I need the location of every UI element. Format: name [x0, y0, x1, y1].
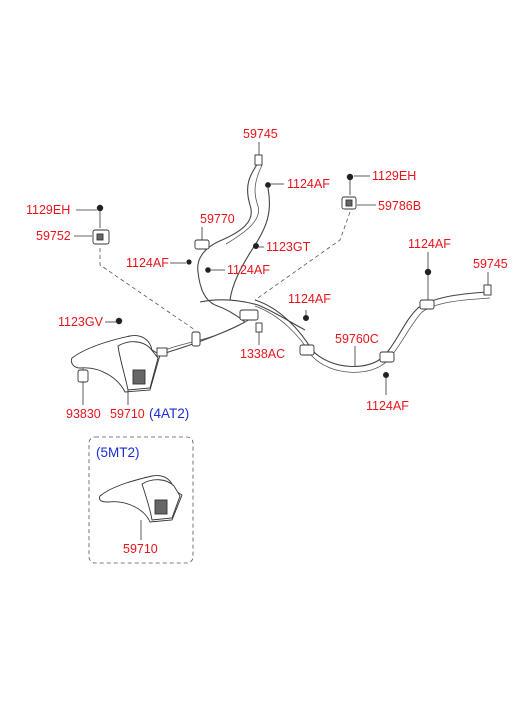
label-1129EH-right: 1129EH — [372, 169, 416, 183]
label-1124AF-f: 1124AF — [366, 399, 409, 413]
cable-main-a — [214, 304, 246, 323]
label-59710-b: 59710 — [123, 542, 158, 556]
variant-5mt2-box — [88, 436, 194, 564]
parking-brake-lever-5MT2 — [98, 475, 183, 540]
label-1124AF-a: 1124AF — [287, 177, 330, 191]
bolt-1124AF-c — [205, 267, 211, 273]
label-variant-5mt2: (5MT2) — [96, 445, 140, 460]
label-1123GT: 1123GT — [266, 240, 311, 254]
bolt-1124AF-d — [302, 314, 309, 321]
bolt-1129EH-right — [346, 173, 354, 181]
label-59710-a: 59710 — [110, 407, 145, 421]
bolt-1123GT — [252, 242, 259, 249]
cable-main-b — [199, 299, 306, 331]
label-1124AF-d: 1124AF — [288, 292, 331, 306]
parking-brake-lever-4AT2 — [70, 335, 168, 405]
cable-59770-upper — [197, 162, 259, 306]
label-59770: 59770 — [200, 212, 235, 226]
label-variant-4at2: (4AT2) — [149, 406, 189, 421]
small-parts — [92, 142, 492, 395]
label-1124AF-c: 1124AF — [227, 263, 270, 277]
label-1123GV: 1123GV — [58, 315, 104, 329]
bolt-1124AF-a — [265, 182, 271, 188]
cable-59770-upper-b — [225, 164, 263, 245]
label-1124AF-b: 1124AF — [126, 256, 169, 270]
cable-end-left — [191, 331, 201, 347]
label-59752: 59752 — [36, 229, 71, 243]
equalizer — [239, 309, 259, 321]
grommet-1338AC — [255, 322, 263, 333]
label-59745-top: 59745 — [243, 127, 278, 141]
label-1129EH-left: 1129EH — [26, 203, 70, 217]
label-59745-right: 59745 — [473, 257, 508, 271]
dashed-guide-59752 — [99, 248, 196, 331]
clip-59745-top — [254, 154, 263, 166]
label-59760C: 59760C — [335, 332, 379, 346]
label-group: 59745 1124AF 1129EH 59786B 1129EH 59770 … — [26, 127, 508, 556]
bracket-59770 — [194, 239, 210, 250]
bolt-1123GV — [115, 317, 123, 325]
label-1338AC: 1338AC — [240, 347, 285, 361]
bolt-1124AF-f — [382, 371, 389, 378]
bolt-1124AF-e — [424, 268, 432, 276]
clip-59745-right — [483, 284, 492, 296]
bolt-1124AF-b — [186, 259, 192, 265]
cable-to-lever — [159, 321, 246, 356]
label-1124AF-e: 1124AF — [408, 237, 451, 251]
bolt-1129EH-left — [96, 204, 104, 212]
dashed-guide-59786B — [254, 211, 351, 301]
label-93830: 93830 — [66, 407, 101, 421]
cable-to-lever-b — [164, 315, 256, 351]
label-59786B: 59786B — [378, 199, 421, 213]
